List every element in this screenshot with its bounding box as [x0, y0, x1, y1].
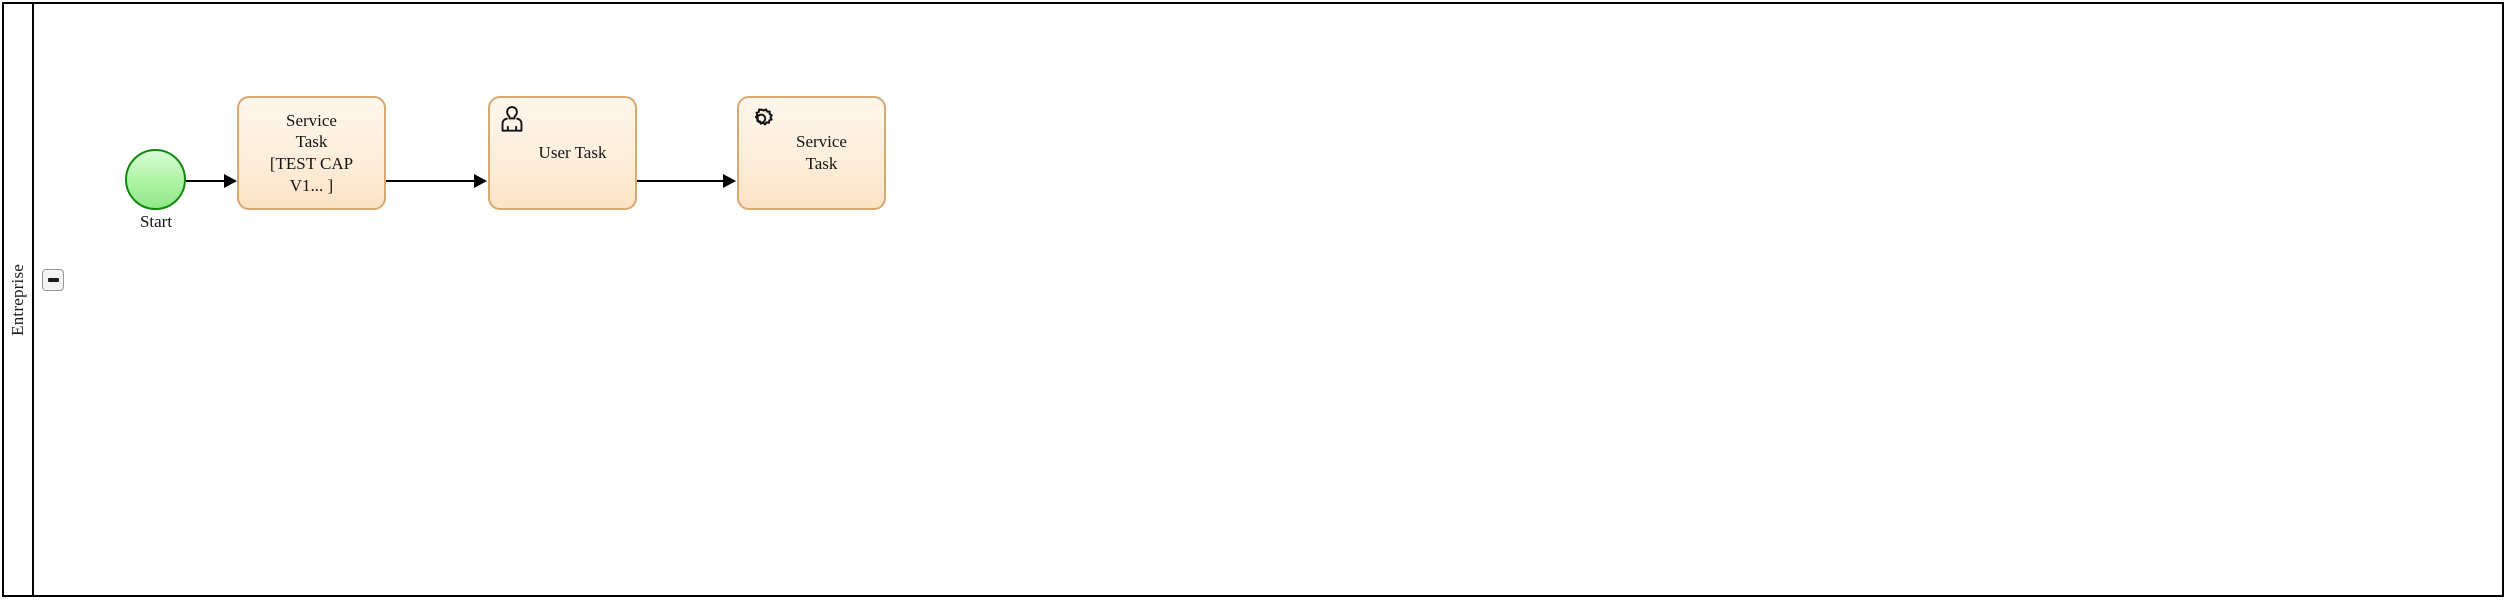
flow-line: [637, 180, 725, 182]
task-label: Service Task: [796, 132, 847, 173]
lane-body: Start Service Task [TEST CAP V1... ]: [36, 4, 2502, 595]
minus-icon: [47, 278, 59, 282]
start-event-label: Start: [139, 212, 173, 231]
start-event[interactable]: [125, 149, 186, 210]
user-icon: [497, 104, 527, 134]
flow-line: [386, 180, 476, 182]
task-label: User Task: [538, 143, 607, 163]
lane-header[interactable]: Entreprise: [4, 4, 34, 595]
task-service-test-cap[interactable]: Service Task [TEST CAP V1... ]: [237, 96, 386, 210]
arrowhead-icon: [474, 174, 487, 188]
arrowhead-icon: [723, 174, 736, 188]
flow-line: [186, 180, 226, 182]
collapse-lane-button[interactable]: [42, 269, 64, 291]
gear-icon: [746, 104, 776, 134]
task-label: Service Task [TEST CAP V1... ]: [269, 110, 354, 195]
lane-title: Entreprise: [8, 263, 27, 336]
arrowhead-icon: [224, 174, 237, 188]
task-user[interactable]: User Task: [488, 96, 637, 210]
task-service[interactable]: Service Task: [737, 96, 886, 210]
